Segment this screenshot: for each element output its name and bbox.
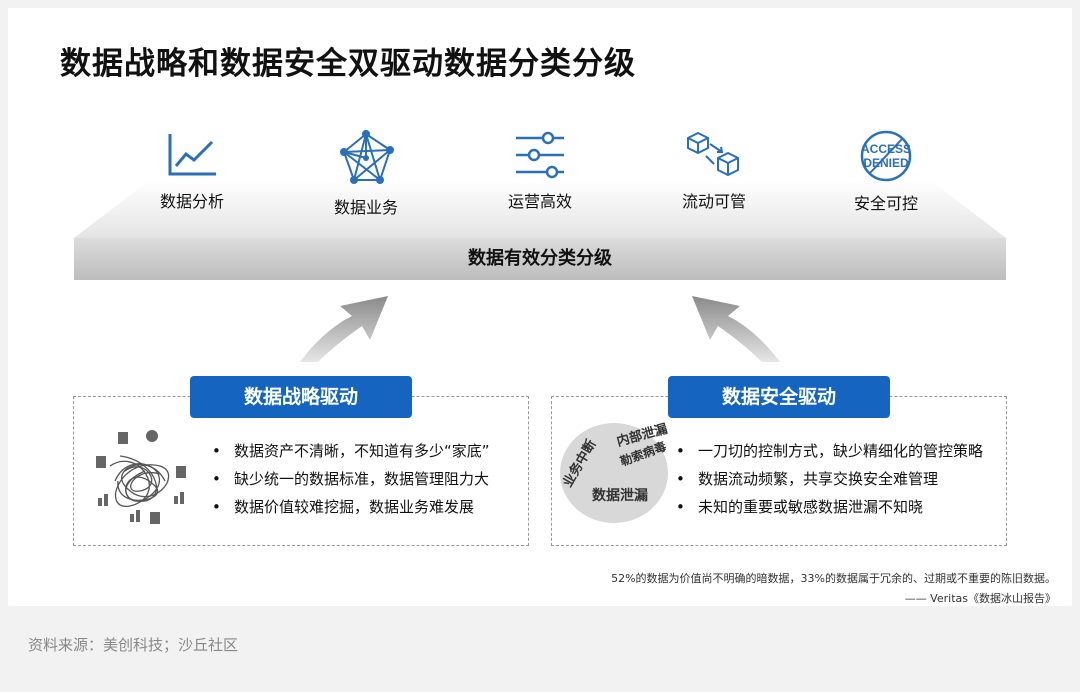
cubes-flow-icon	[687, 131, 739, 177]
tangled-data-illustration	[96, 430, 186, 524]
feature-label: 安全可控	[853, 194, 918, 213]
security-bullets: 一刀切的控制方式，缺少精细化的管控策略 数据流动频繁，共享交换安全难管理 未知的…	[676, 437, 983, 521]
sliders-icon	[516, 131, 564, 179]
platform-front	[74, 238, 1006, 280]
feature-label: 流动可管	[681, 192, 746, 211]
left-up-arrow	[300, 296, 388, 362]
platform-top	[74, 180, 1006, 238]
list-item: 缺少统一的数据标准，数据管理阻力大	[212, 465, 490, 493]
strategy-heading: 数据战略驱动	[190, 376, 412, 418]
list-item: 数据价值较难挖掘，数据业务难发展	[212, 493, 490, 521]
access-denied-icon: ACCESS DENIED	[860, 130, 912, 182]
feature-label: 数据业务	[333, 198, 398, 217]
page-title: 数据战略和数据安全双驱动数据分类分级	[60, 46, 636, 82]
platform	[74, 180, 1006, 280]
source-credit: 资料来源：美创科技；沙丘社区	[28, 636, 239, 654]
network-icon	[340, 130, 394, 184]
feature-data-analysis: 数据分析	[122, 130, 262, 212]
feature-data-business: 数据业务	[296, 130, 436, 218]
list-item: 数据资产不清晰，不知道有多少“家底”	[212, 437, 490, 465]
feature-efficient-ops: 运营高效	[470, 130, 610, 212]
line-chart-icon	[168, 134, 216, 176]
security-heading: 数据安全驱动	[668, 376, 890, 418]
feature-secure-control: ACCESS DENIED 安全可控	[816, 130, 956, 214]
feature-label: 运营高效	[507, 192, 572, 211]
feature-label: 数据分析	[159, 192, 224, 211]
footnote-stat: 52%的数据为价值尚不明确的暗数据，33%的数据属于冗余的、过期或不重要的陈旧数…	[611, 572, 1056, 585]
data-leak-wordcloud: 内部泄漏 勒索病毒 业务中断 数据泄漏	[556, 418, 676, 528]
list-item: 未知的重要或敏感数据泄漏不知晓	[676, 493, 983, 521]
list-item: 一刀切的控制方式，缺少精细化的管控策略	[676, 437, 983, 465]
access-text: ACCESS	[861, 142, 911, 156]
feature-flow-control: 流动可管	[644, 130, 784, 212]
denied-text: DENIED	[863, 156, 909, 170]
arrows	[300, 296, 780, 362]
platform-label: 数据有效分类分级	[468, 248, 612, 269]
list-item: 数据流动频繁，共享交换安全难管理	[676, 465, 983, 493]
strategy-bullets: 数据资产不清晰，不知道有多少“家底” 缺少统一的数据标准，数据管理阻力大 数据价…	[212, 437, 490, 521]
right-up-arrow	[692, 296, 780, 362]
footnote-citation: —— Veritas《数据冰山报告》	[904, 592, 1056, 605]
word: 数据泄漏	[592, 487, 648, 504]
